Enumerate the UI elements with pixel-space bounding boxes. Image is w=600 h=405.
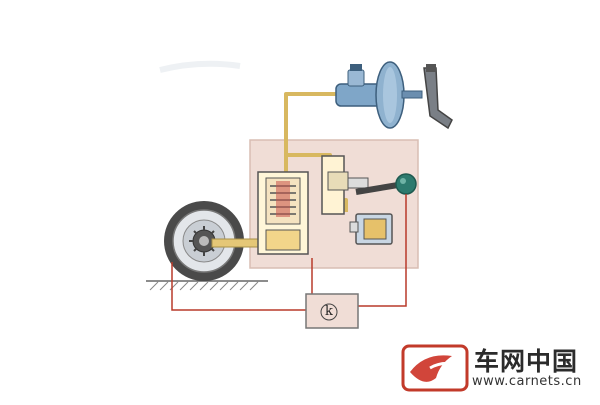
solenoid-valve xyxy=(257,171,309,255)
watermark-title: 车网中国 xyxy=(474,347,579,376)
accumulator-icon xyxy=(349,213,393,245)
return-pump xyxy=(321,155,369,215)
brake-pedal-icon xyxy=(423,64,453,130)
master-cylinder-icon xyxy=(335,61,423,129)
pump-motor-icon xyxy=(395,173,417,195)
background-smear xyxy=(159,60,241,73)
carnets-logo-icon xyxy=(401,344,469,392)
ecu-icon xyxy=(305,293,359,329)
watermark-url: www.carnets.cn xyxy=(472,374,582,389)
ground xyxy=(146,280,268,291)
signal-wires xyxy=(171,194,407,311)
controller-label: k xyxy=(325,304,333,319)
watermark: 车网中国 www.carnets.cn xyxy=(400,342,596,394)
wheel-icon xyxy=(164,201,244,281)
